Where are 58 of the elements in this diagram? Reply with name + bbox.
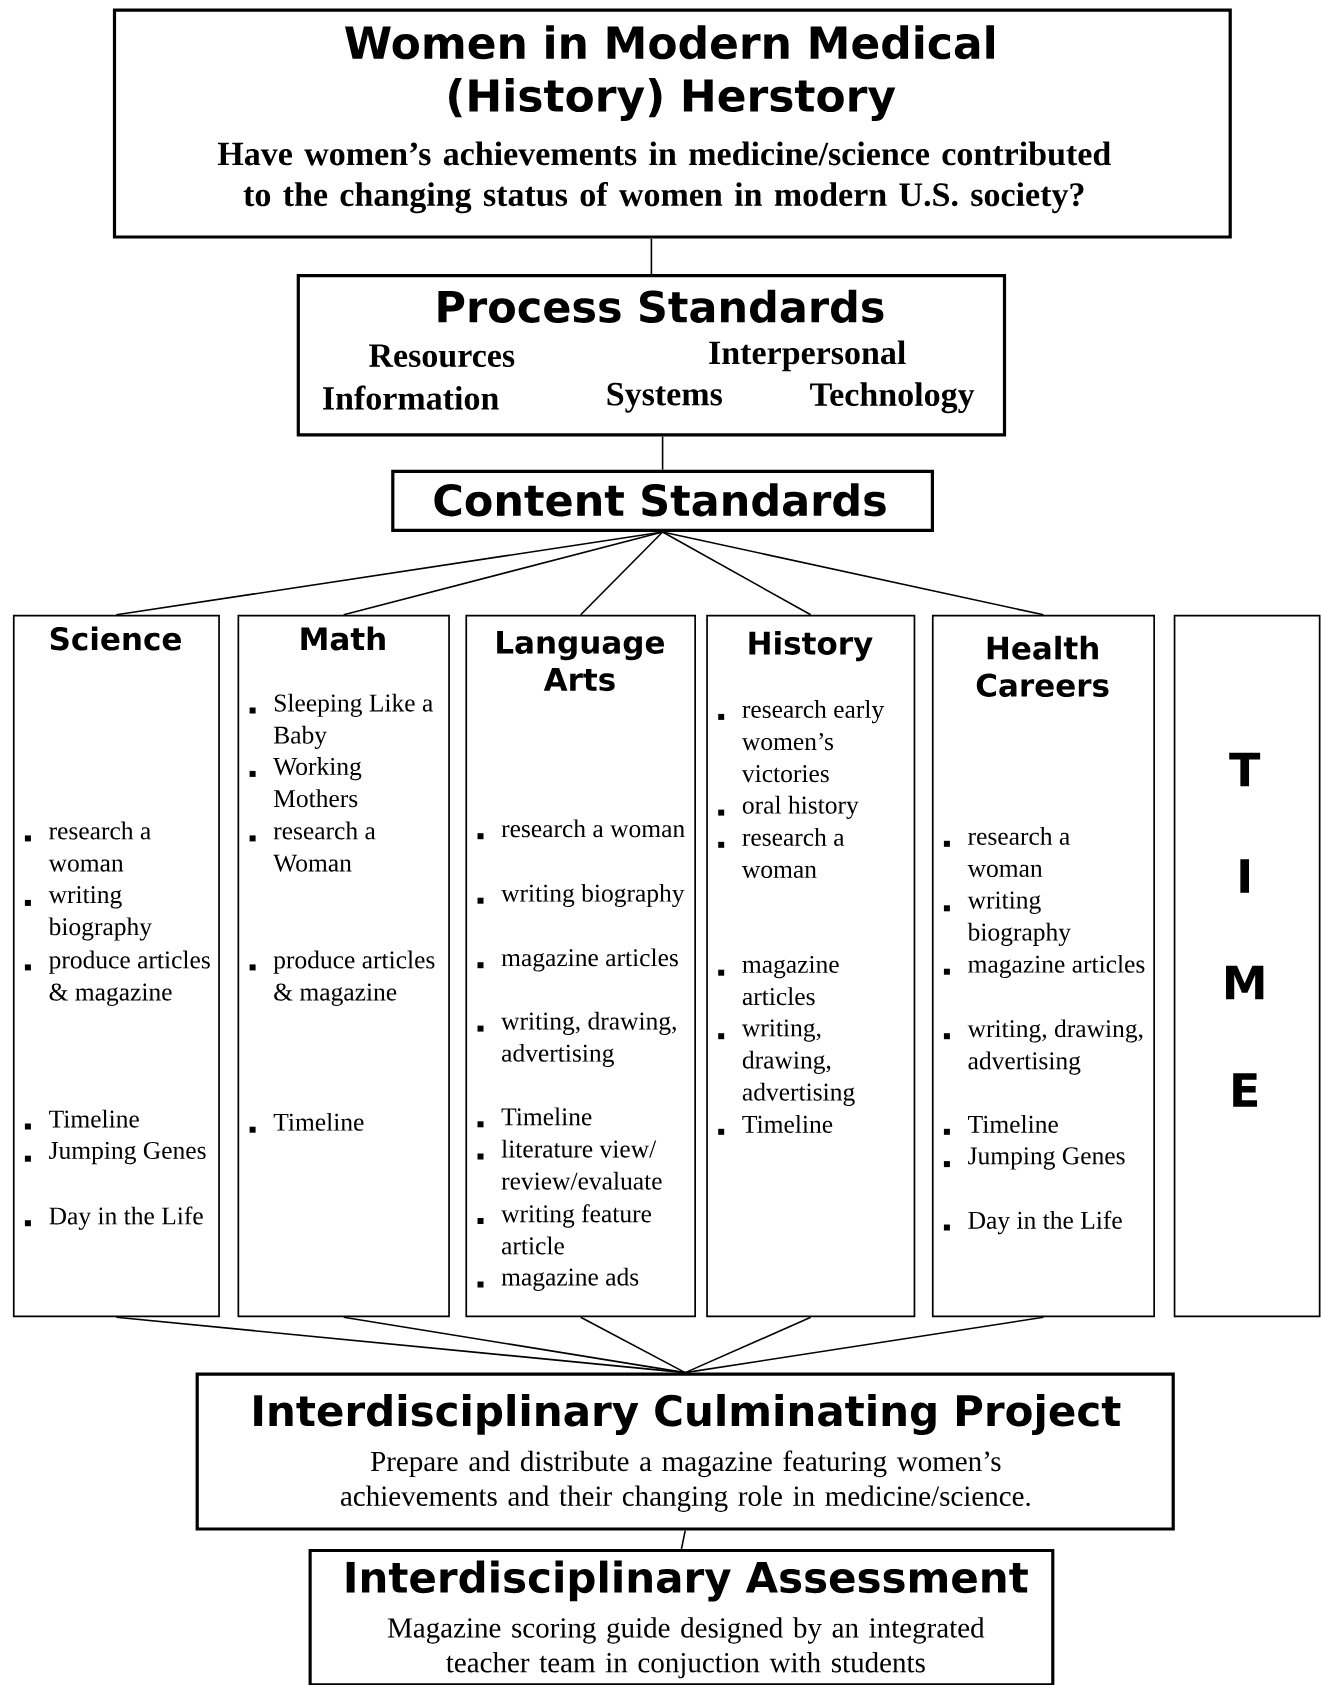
connector-line: [579, 1316, 686, 1374]
bullet-item: research a woman: [943, 827, 1070, 878]
connector-line: [661, 435, 664, 471]
heading: Interdisciplinary Culminating Project: [254, 1394, 1121, 1435]
bullet-item: research a woman: [24, 821, 151, 872]
heading: Process Standards: [438, 289, 884, 323]
column-heading: Health Careers: [976, 635, 1109, 697]
connector-line: [579, 531, 664, 616]
body-text: Resources: [369, 344, 515, 368]
column-heading: Math: [301, 626, 385, 651]
body-text: Have women’s achievements in medicine/science contributed to the changing status of women in modern U.S. society?: [217, 141, 1111, 214]
body-text: Prepare and distribute a magazine featuring women’s achievements and their changing role in medicine/science.: [340, 1450, 1030, 1512]
bullet-item: Timeline: [249, 1112, 364, 1133]
bullet-item: Jumping Genes: [943, 1147, 1125, 1170]
column-heading: History: [749, 630, 873, 662]
connector-line: [342, 1316, 686, 1374]
body-text: Magazine scoring guide designed by an integrated teacher team in conjuction with students: [387, 1617, 985, 1679]
bullet-item: research a woman: [718, 828, 845, 879]
letter: T: [1229, 752, 1261, 787]
bullet-item: writing, drawing, advertising: [477, 1011, 676, 1068]
bullet-item: produce articles & magazine: [24, 950, 210, 1006]
bullet-item: magazine ads: [477, 1267, 639, 1291]
bullet-item: Timeline: [24, 1109, 139, 1130]
connector-line: [661, 531, 1045, 616]
connector-line: [661, 531, 812, 616]
bullet-item: writing biography: [477, 883, 685, 908]
letter: I: [1240, 859, 1249, 893]
column-heading: Language Arts: [497, 630, 664, 692]
column-heading: Science: [50, 626, 181, 651]
bullet-item: magazine articles: [477, 948, 678, 972]
bullet-item: produce articles & magazine: [249, 950, 435, 1006]
connector-line: [680, 1529, 686, 1550]
bullet-item: Timeline: [477, 1107, 592, 1128]
heading: Women in Modern Medical (History) Herstory: [345, 25, 995, 121]
bullet-item: Sleeping Like a Baby: [249, 693, 433, 749]
body-text: Technology: [810, 382, 975, 414]
connector-line: [650, 237, 653, 275]
bullet-item: magazine articles: [943, 954, 1145, 979]
connector-line: [684, 1316, 812, 1374]
bullet-item: research a Woman: [249, 821, 376, 872]
body-text: Systems: [607, 382, 722, 413]
body-text: Interpersonal: [709, 340, 906, 372]
bullet-item: Day in the Life: [24, 1206, 203, 1230]
bullet-item: oral history: [718, 795, 859, 819]
bullet-item: writing, drawing, advertising: [718, 1019, 855, 1106]
bullet-item: research a woman: [477, 819, 685, 840]
bullet-item: Day in the Life: [943, 1210, 1122, 1235]
letter: M: [1226, 965, 1264, 1000]
letter: E: [1233, 1073, 1258, 1107]
bullet-item: Jumping Genes: [24, 1141, 206, 1165]
bullet-item: writing, drawing, advertising: [943, 1019, 1143, 1075]
heading: Interdisciplinary Assessment: [346, 1560, 1028, 1602]
connector-line: [342, 531, 664, 616]
connector-line: [684, 1316, 1045, 1374]
body-text: Information: [322, 385, 499, 410]
heading: Content Standards: [434, 483, 886, 517]
bullet-item: Timeline: [943, 1115, 1058, 1135]
bullet-item: Timeline: [718, 1115, 833, 1135]
